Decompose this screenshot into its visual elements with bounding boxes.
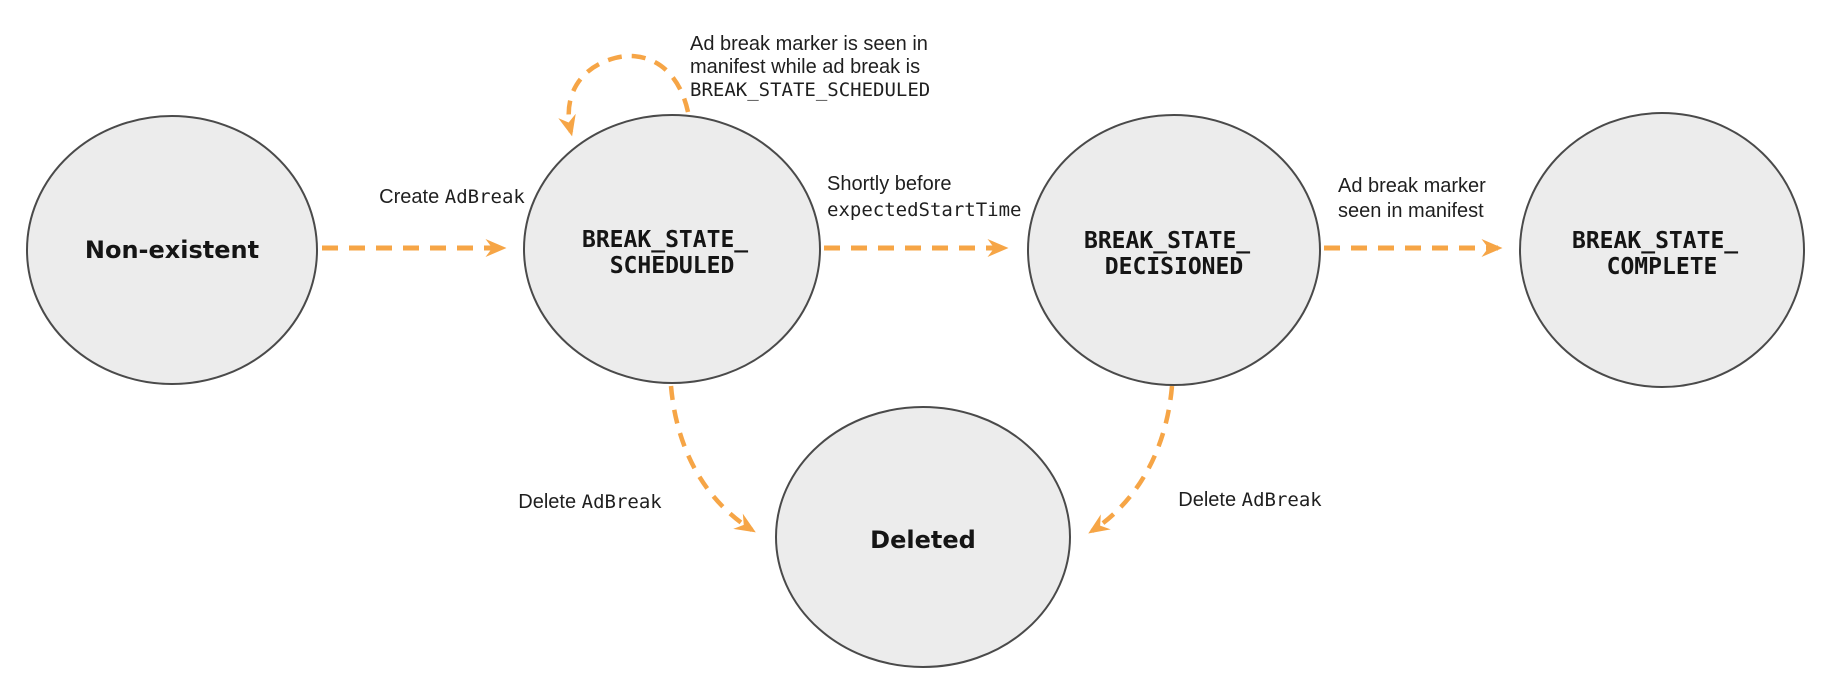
- state-node-break-state-scheduled: [523, 114, 821, 384]
- edge-selfloop-scheduled-arrow: [558, 53, 691, 137]
- state-node-break-state-decisioned: [1027, 114, 1321, 386]
- edge-label-shortly-before: Shortly before expectedStartTime: [827, 173, 1021, 221]
- state-node-non-existent: [26, 115, 318, 385]
- edge-label-selfloop: Ad break marker is seen in manifest whil…: [690, 33, 933, 101]
- state-node-break-state-complete: [1519, 112, 1805, 388]
- edge-label-create-adbreak: Create AdBreak: [379, 186, 525, 208]
- edge-label-marker-seen: Ad break marker seen in manifest: [1338, 175, 1491, 222]
- state-label-break-state-complete: BREAK_STATE_ COMPLETE: [1572, 228, 1752, 280]
- edge-delete-scheduled-arrow: [668, 385, 756, 533]
- edge-label-delete-adbreak-left: Delete AdBreak: [518, 491, 662, 513]
- state-node-deleted: [775, 406, 1071, 668]
- state-label-break-state-decisioned: BREAK_STATE_ DECISIONED: [1084, 228, 1264, 280]
- edge-delete-decisioned-arrow: [1088, 385, 1175, 534]
- state-label-non-existent: Non-existent: [85, 236, 259, 264]
- edge-label-delete-adbreak-right: Delete AdBreak: [1178, 489, 1322, 511]
- state-label-deleted: Deleted: [870, 526, 976, 554]
- state-label-break-state-scheduled: BREAK_STATE_ SCHEDULED: [582, 227, 762, 279]
